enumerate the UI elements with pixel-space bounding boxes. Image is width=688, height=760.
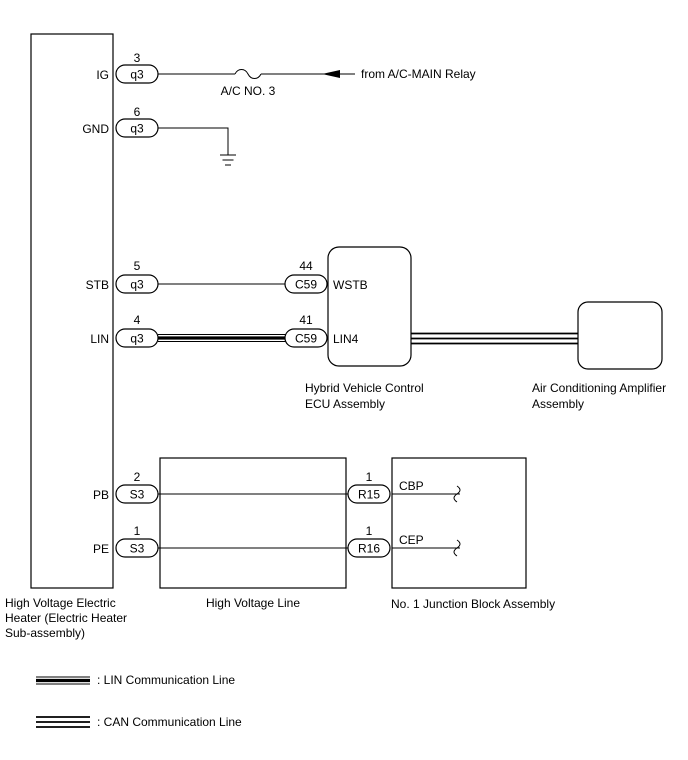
ecu-box bbox=[327, 246, 412, 367]
heater-pin-label-lin: LIN bbox=[90, 332, 109, 346]
heater-pin-label-pb: PB bbox=[93, 488, 109, 502]
ecu-pin-number-wstb: 44 bbox=[299, 259, 313, 273]
heater-pin-number-gnd: 6 bbox=[134, 105, 141, 119]
junction-pin-number-cbp: 1 bbox=[366, 470, 373, 484]
fuse-label: A/C NO. 3 bbox=[221, 84, 276, 98]
gnd-wire bbox=[158, 127, 229, 155]
heater-connector-pe-label: S3 bbox=[130, 542, 145, 556]
ecu-pin-label-wstb: WSTB bbox=[333, 278, 368, 292]
junction-box bbox=[391, 457, 527, 589]
heater-pin-number-pb: 2 bbox=[134, 470, 141, 484]
junction-connector-cbp bbox=[347, 484, 391, 504]
heater-name-line-3: Sub-assembly) bbox=[5, 626, 85, 640]
heater-pin-label-pe: PE bbox=[93, 542, 109, 556]
legend-lin-label: : LIN Communication Line bbox=[97, 673, 235, 687]
amplifier-box bbox=[577, 301, 663, 370]
ecu-name-line-2: ECU Assembly bbox=[305, 397, 385, 411]
ecu-connector-wstb-label: C59 bbox=[295, 278, 317, 292]
heater-connector-pb bbox=[115, 484, 159, 504]
heater-connector-gnd bbox=[115, 118, 159, 138]
heater-connector-ig-label: q3 bbox=[130, 68, 144, 82]
junction-connector-cep-label: R16 bbox=[358, 542, 380, 556]
heater-pin-number-pe: 1 bbox=[134, 524, 141, 538]
ecu-pin-number-lin4: 41 bbox=[299, 313, 313, 327]
heater-pin-number-lin: 4 bbox=[134, 313, 141, 327]
ecu-connector-lin4-label: C59 bbox=[295, 332, 317, 346]
source-label: from A/C-MAIN Relay bbox=[361, 67, 476, 81]
heater-pin-label-gnd: GND bbox=[82, 122, 109, 136]
ecu-pin-label-lin4: LIN4 bbox=[333, 332, 359, 346]
lin-wire bbox=[158, 334, 286, 342]
heater-connector-lin-label: q3 bbox=[130, 332, 144, 346]
heater-connector-pb-label: S3 bbox=[130, 488, 145, 502]
ecu-connector-wstb bbox=[284, 274, 328, 294]
amplifier-name-line-1: Air Conditioning Amplifier bbox=[532, 381, 666, 395]
heater-connector-gnd-label: q3 bbox=[130, 122, 144, 136]
hv-line-box bbox=[159, 457, 347, 589]
heater-name-line-2: Heater (Electric Heater bbox=[5, 611, 127, 625]
source-arrow bbox=[322, 70, 340, 78]
ecu-name-line-1: Hybrid Vehicle Control bbox=[305, 381, 424, 395]
heater-pin-number-ig: 3 bbox=[134, 51, 141, 65]
fuse-symbol bbox=[234, 69, 262, 79]
cbp-break-mark bbox=[453, 485, 461, 503]
legend-can-line-icon bbox=[36, 716, 90, 728]
amplifier-name-line-2: Assembly bbox=[532, 397, 584, 411]
legend-lin-line-icon bbox=[36, 676, 90, 685]
junction-connector-cbp-label: R15 bbox=[358, 488, 380, 502]
heater-connector-stb bbox=[115, 274, 159, 294]
junction-pin-number-cep: 1 bbox=[366, 524, 373, 538]
junction-pin-label-cbp: CBP bbox=[399, 479, 424, 493]
heater-name-line-1: High Voltage Electric bbox=[5, 596, 116, 610]
heater-pin-label-ig: IG bbox=[96, 68, 109, 82]
heater-box bbox=[30, 33, 114, 589]
heater-connector-lin bbox=[115, 328, 159, 348]
heater-pin-number-stb: 5 bbox=[134, 259, 141, 273]
junction-name: No. 1 Junction Block Assembly bbox=[391, 597, 555, 611]
junction-pin-label-cep: CEP bbox=[399, 533, 424, 547]
heater-connector-ig bbox=[115, 64, 159, 84]
ground-icon bbox=[220, 154, 236, 166]
ecu-connector-lin4 bbox=[284, 328, 328, 348]
junction-connector-cep bbox=[347, 538, 391, 558]
can-wire bbox=[411, 332, 578, 345]
heater-connector-stb-label: q3 bbox=[130, 278, 144, 292]
cep-break-mark bbox=[453, 539, 461, 557]
legend-can-label: : CAN Communication Line bbox=[97, 715, 242, 729]
heater-pin-label-stb: STB bbox=[86, 278, 109, 292]
hv-line-label: High Voltage Line bbox=[206, 596, 300, 610]
heater-connector-pe bbox=[115, 538, 159, 558]
